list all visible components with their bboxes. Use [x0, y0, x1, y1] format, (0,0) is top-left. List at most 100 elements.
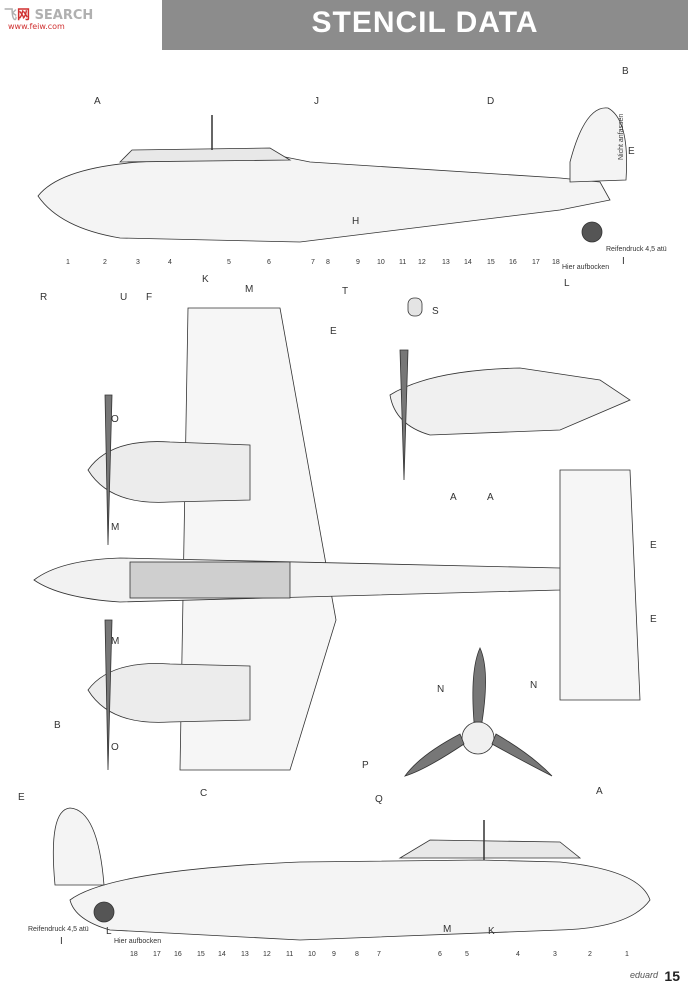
label-m-top-wing: M [111, 522, 120, 533]
label-s: S [432, 306, 439, 317]
tailplane-plan [559, 469, 641, 701]
station-b-7: 7 [377, 951, 381, 958]
stencil-hier-aufbocken-top: Hier aufbocken [562, 264, 610, 271]
station-12: 12 [418, 259, 426, 266]
prop-bottom-plan [104, 619, 113, 771]
station-b-2: 2 [588, 951, 592, 958]
fuselage-plan [33, 557, 602, 603]
label-k-top: K [202, 274, 209, 285]
station-b-12: 12 [263, 951, 271, 958]
station-7: 7 [311, 259, 315, 266]
station-4: 4 [168, 259, 172, 266]
engine-top-plan [87, 441, 251, 503]
station-10: 10 [377, 259, 385, 266]
station-b-15: 15 [197, 951, 205, 958]
canopy-side-top [119, 147, 292, 163]
station-b-10: 10 [308, 951, 316, 958]
aircraft-diagram: 1 2 3 4 5 6 7 8 9 10 11 12 13 14 15 16 1… [33, 107, 651, 958]
label-k-lower: K [488, 926, 495, 937]
station-2: 2 [103, 259, 107, 266]
station-17: 17 [532, 259, 540, 266]
station-15: 15 [487, 259, 495, 266]
label-d-top: D [487, 96, 495, 107]
label-e-wing: E [330, 326, 337, 337]
watermark-red: 网 [17, 8, 31, 23]
watermark: 飞网 SEARCH [4, 4, 93, 23]
station-b-18: 18 [130, 951, 138, 958]
station-3: 3 [136, 259, 140, 266]
label-b-top: B [622, 66, 629, 77]
header-bar: STENCIL DATA [162, 0, 688, 50]
station-11: 11 [399, 259, 406, 266]
label-t: T [342, 286, 349, 297]
spinner-s [407, 297, 423, 317]
label-a-top: A [94, 96, 101, 107]
label-l-top: L [564, 278, 570, 289]
tail-wheel-top [581, 221, 603, 243]
prop-hub [461, 721, 495, 755]
label-j-top: J [314, 96, 319, 107]
label-h-top: H [352, 216, 360, 227]
prop-blade-right [491, 733, 553, 777]
station-8: 8 [326, 259, 330, 266]
station-b-17: 17 [153, 951, 161, 958]
stencil-nicht-anfassen-top: Nicht anfassen [618, 113, 625, 160]
label-a-lower: A [596, 786, 603, 797]
label-c: C [200, 788, 208, 799]
label-n-left: N [437, 684, 445, 695]
stencil-hier-aufbocken-bottom: Hier aufbocken [114, 938, 162, 945]
label-f: F [146, 292, 153, 303]
station-b-4: 4 [516, 951, 520, 958]
cockpit-plan [129, 561, 291, 599]
label-o-top: O [111, 414, 119, 425]
label-a-nacelle-1: A [450, 492, 457, 503]
label-b-lower: B [54, 720, 61, 731]
page-title: STENCIL DATA [311, 6, 539, 39]
label-l-lower: L [106, 926, 112, 937]
station-b-8: 8 [355, 951, 359, 958]
label-m-bottom-wing: M [111, 636, 120, 647]
watermark-cn: 飞 [4, 8, 18, 23]
label-e-top: E [628, 146, 635, 157]
label-e-tail-2: E [650, 614, 657, 625]
brand-tag: eduard [629, 970, 658, 980]
rudder-side-top [569, 107, 627, 183]
station-1: 1 [66, 259, 70, 266]
nacelle-side [389, 367, 631, 436]
station-14: 14 [464, 259, 472, 266]
station-6: 6 [267, 259, 271, 266]
station-b-16: 16 [174, 951, 182, 958]
prop-blade-left [403, 733, 465, 777]
label-e-lower: E [18, 792, 25, 803]
station-b-5: 5 [465, 951, 469, 958]
label-n-right: N [530, 680, 538, 691]
page-number: 15 [664, 968, 680, 984]
stencil-reifendruck-bottom: Reifendruck 4,5 atü [28, 926, 89, 933]
label-i-lower: I [60, 936, 63, 947]
label-p: P [362, 760, 369, 771]
prop-blade-up [472, 647, 486, 723]
label-i-top: I [622, 256, 625, 267]
stencil-reifendruck-top: Reifendruck 4,5 atü [606, 246, 667, 253]
label-a-nacelle-2: A [487, 492, 494, 503]
station-16: 16 [509, 259, 517, 266]
nacelle-prop [399, 349, 409, 481]
label-e-tail-1: E [650, 540, 657, 551]
station-b-11: 11 [286, 951, 293, 958]
stencil-drawing: 1 2 3 4 5 6 7 8 9 10 11 12 13 14 15 16 1… [0, 50, 688, 990]
station-5: 5 [227, 259, 231, 266]
station-b-3: 3 [553, 951, 557, 958]
station-b-13: 13 [241, 951, 249, 958]
station-18: 18 [552, 259, 560, 266]
station-b-1: 1 [625, 951, 629, 958]
label-u: U [120, 292, 128, 303]
rudder-side-bottom [52, 807, 105, 886]
label-m-lower: M [443, 924, 452, 935]
station-b-6: 6 [438, 951, 442, 958]
station-b-14: 14 [218, 951, 226, 958]
fuselage-side-top [37, 153, 611, 243]
watermark-url: www.feiw.com [8, 22, 65, 31]
station-13: 13 [442, 259, 450, 266]
canopy-side-bottom [398, 839, 582, 859]
label-o-bottom: O [111, 742, 119, 753]
